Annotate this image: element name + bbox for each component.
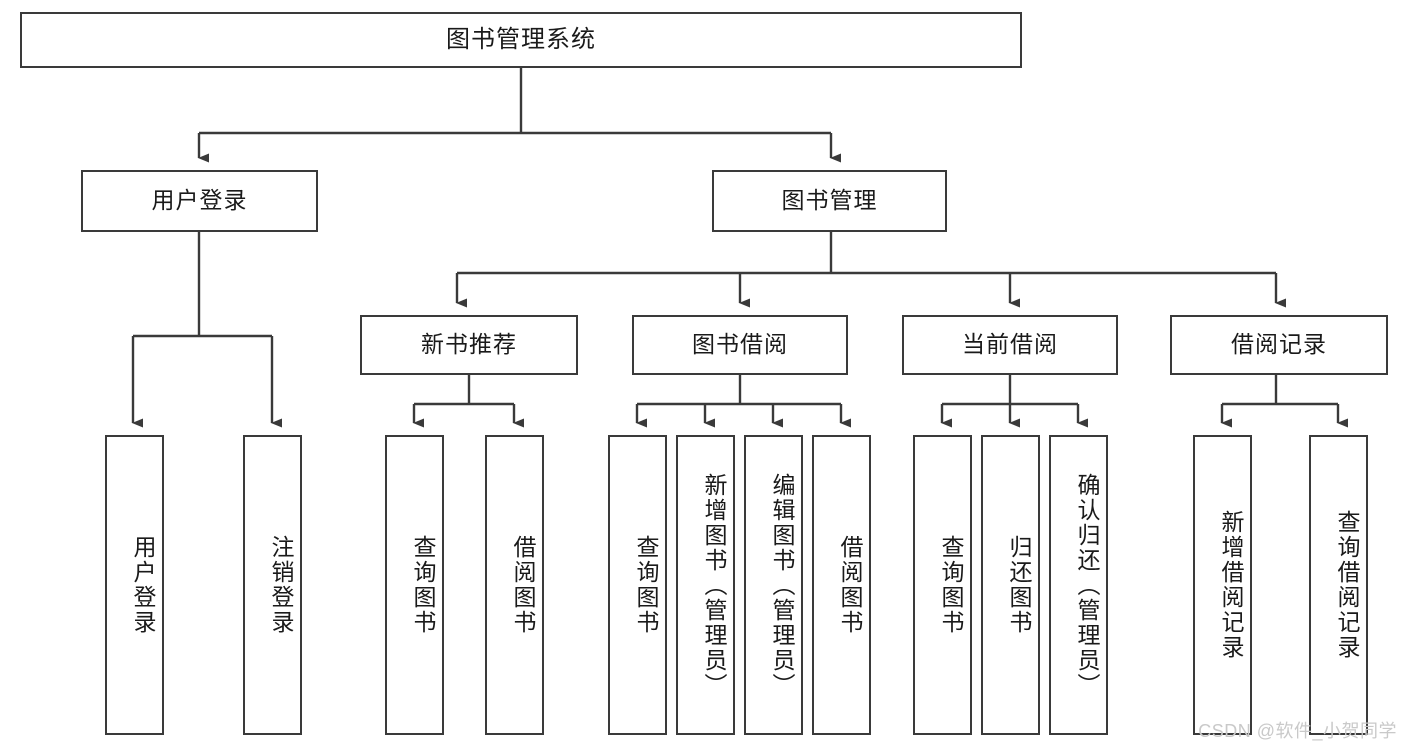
node-new-book-recommend[interactable]: 新书推荐 bbox=[360, 315, 578, 375]
leaf-edit-book-admin[interactable]: 编辑图书（管理员） bbox=[744, 435, 803, 735]
node-book-borrow[interactable]: 图书借阅 bbox=[632, 315, 848, 375]
leaf-add-borrow-record[interactable]: 新增借阅记录 bbox=[1193, 435, 1252, 735]
leaf-query-book-borrow[interactable]: 查询图书 bbox=[608, 435, 667, 735]
leaf-borrow-book-new[interactable]: 借阅图书 bbox=[485, 435, 544, 735]
watermark: CSDN @软件_小贺同学 bbox=[1198, 721, 1397, 741]
node-root[interactable]: 图书管理系统 bbox=[20, 12, 1022, 68]
leaf-add-book-admin[interactable]: 新增图书（管理员） bbox=[676, 435, 735, 735]
node-book-manage[interactable]: 图书管理 bbox=[712, 170, 947, 232]
node-user-login[interactable]: 用户登录 bbox=[81, 170, 318, 232]
leaf-query-borrow-record[interactable]: 查询借阅记录 bbox=[1309, 435, 1368, 735]
node-borrow-record[interactable]: 借阅记录 bbox=[1170, 315, 1388, 375]
leaf-query-book-new[interactable]: 查询图书 bbox=[385, 435, 444, 735]
leaf-return-book[interactable]: 归还图书 bbox=[981, 435, 1040, 735]
leaf-borrow-book[interactable]: 借阅图书 bbox=[812, 435, 871, 735]
leaf-confirm-return-admin[interactable]: 确认归还（管理员） bbox=[1049, 435, 1108, 735]
leaf-user-login[interactable]: 用户登录 bbox=[105, 435, 164, 735]
leaf-logout[interactable]: 注销登录 bbox=[243, 435, 302, 735]
node-current-borrow[interactable]: 当前借阅 bbox=[902, 315, 1118, 375]
leaf-query-book-current[interactable]: 查询图书 bbox=[913, 435, 972, 735]
